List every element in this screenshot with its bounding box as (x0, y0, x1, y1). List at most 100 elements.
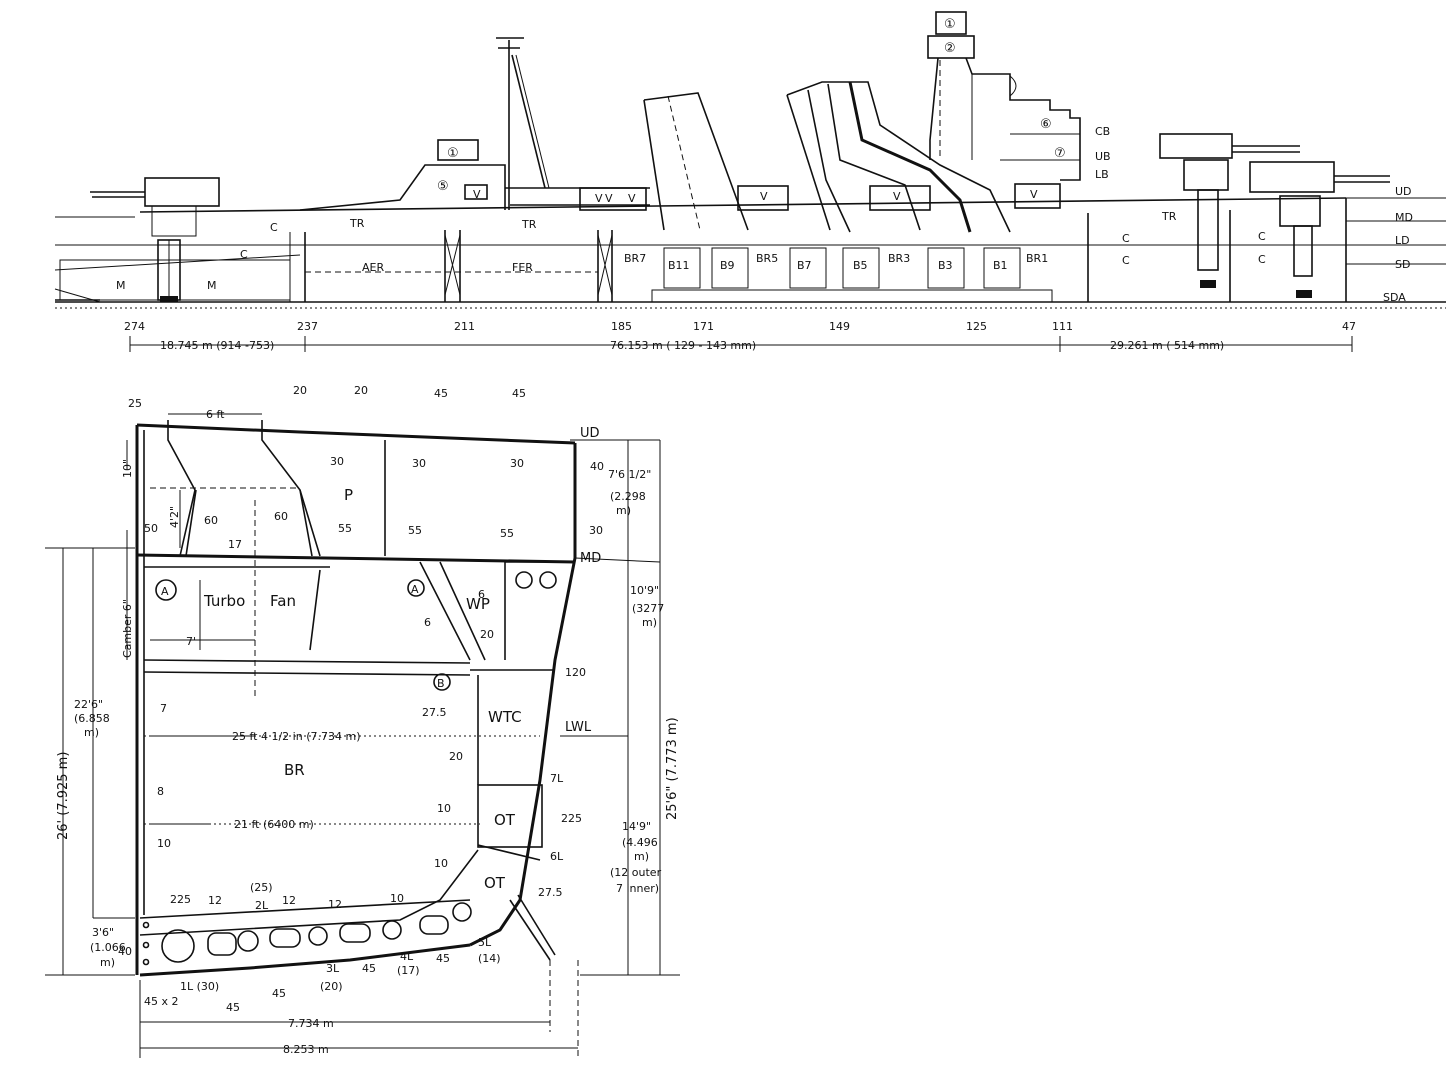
vertical-dimension: 3'6" (92, 926, 114, 939)
compartment-label: C (1122, 232, 1130, 245)
deck-label: MD (1395, 211, 1413, 224)
strake-label: (14) (478, 952, 501, 965)
vertical-dimension: (4.496 (622, 836, 658, 849)
strake-label: 45 (362, 962, 376, 975)
superstructure-label: UB (1095, 150, 1111, 163)
vertical-dimension: m) (84, 726, 99, 739)
frame-number: 274 (124, 320, 145, 333)
plate-thickness: 27.5 (422, 706, 447, 719)
vertical-dimension: 4'2" (168, 506, 181, 528)
plate-thickness: 225 (170, 893, 191, 906)
ship-profile: UDMDLDSDSDACBUBLB①②⑥⑦①⑤MMCCTRAERFERTRBR7… (54, 11, 1446, 352)
plate-thickness: 50 (144, 522, 158, 535)
plate-thickness: 60 (274, 510, 288, 523)
vertical-dimension: 10" (121, 459, 134, 478)
plate-thickness: 60 (204, 514, 218, 527)
circle-marker: A (161, 585, 169, 598)
plate-thickness: 8 (157, 785, 164, 798)
frame-number: 237 (297, 320, 318, 333)
plate-thickness: 55 (338, 522, 352, 535)
plate-thickness: 25 (128, 397, 142, 410)
plate-thickness: 12 (282, 894, 296, 907)
aft-superstructure (299, 139, 1061, 211)
compartment-label: C (270, 221, 278, 234)
strake-label: (25) (250, 881, 273, 894)
space-label: Fan (270, 592, 296, 610)
dimension-label: 18.745 m (914 -753) (160, 339, 274, 352)
plate-thickness: 20 (449, 750, 463, 763)
plate-thickness: 12 (208, 894, 222, 907)
space-label: WTC (488, 708, 522, 726)
callout-marker: ① (944, 17, 956, 32)
compartment-label: TR (521, 218, 537, 231)
plate-thickness: 45 (512, 387, 526, 400)
vertical-dimension: 26' (7.925 m) (56, 752, 71, 840)
strake-label: 2L (255, 899, 269, 912)
callout-marker: ⑥ (1040, 117, 1052, 132)
forward-turrets (1159, 133, 1390, 298)
compartment-label: TR (349, 217, 365, 230)
bridge-tower (927, 11, 1081, 181)
vent-label: V (595, 192, 603, 205)
compartment-label: C (1258, 253, 1266, 266)
strake-label: 7L (550, 772, 564, 785)
plate-thickness: 55 (500, 527, 514, 540)
strake-label: 3L (326, 962, 340, 975)
aft-turret (90, 177, 220, 302)
vertical-dimension: 7'6 1/2" (608, 468, 651, 481)
compartment-label: AER (362, 261, 384, 274)
dimension-label: 29.261 m ( 514 mm) (1110, 339, 1224, 352)
strake-label: 1L (30) (180, 980, 219, 993)
vertical-dimension: (6.858 (74, 712, 110, 725)
funnels (643, 81, 1011, 233)
section-inner-structure (139, 669, 556, 961)
horizontal-dimension: 7.734 m (288, 1017, 334, 1030)
space-label: Turbo (203, 592, 245, 610)
callout-marker: ⑤ (437, 179, 449, 194)
vertical-dimension: 14'9" (622, 820, 651, 833)
strake-label: 5L (478, 936, 492, 949)
strake-label: 45 x 2 (144, 995, 179, 1008)
section-circle-markers (155, 579, 451, 691)
plate-thickness: 6 (478, 588, 485, 601)
vertical-dimension: 7 inner) (616, 882, 659, 895)
vertical-dimension: m) (634, 850, 649, 863)
strake-label: 45 (272, 987, 286, 1000)
superstructure-label: LB (1095, 168, 1109, 181)
circle-marker: B (437, 677, 445, 690)
plate-thickness: 20 (293, 384, 307, 397)
compartment-label: B1 (993, 259, 1008, 272)
vertical-dimension: (2.298 (610, 490, 646, 503)
deck-label: LD (1395, 234, 1410, 247)
compartment-label: TR (1161, 210, 1177, 223)
horizontal-dimension: 25 ft 4 1/2 in (7.734 m) (232, 730, 361, 743)
vertical-dimension: (1.066 (90, 941, 126, 954)
vertical-dimension: m) (642, 616, 657, 629)
plate-thickness: 30 (589, 524, 603, 537)
deck-label: SD (1395, 258, 1410, 271)
compartment-label: M (207, 279, 217, 292)
strake-label: 45 (226, 1001, 240, 1014)
compartment-label: B11 (668, 259, 690, 272)
plate-thickness: 225 (561, 812, 582, 825)
vertical-dimension: (12 outer (610, 866, 662, 879)
plate-thickness: 40 (118, 945, 132, 958)
compartment-label: B5 (853, 259, 868, 272)
space-label: OT (484, 874, 506, 892)
section-shell (135, 423, 577, 977)
frame-number: 125 (966, 320, 987, 333)
superstructure-label: CB (1095, 125, 1110, 138)
profile-deck-lines (54, 197, 1446, 309)
callout-marker: ② (944, 41, 956, 56)
compartment-label: B3 (938, 259, 953, 272)
vertical-dimension: (3277 (632, 602, 664, 615)
space-label: WP (466, 595, 490, 613)
strake-label: 45 (436, 952, 450, 965)
plate-thickness: 20 (480, 628, 494, 641)
deck-label: UD (580, 426, 600, 441)
vent-label: V (893, 190, 901, 203)
frame-number: 149 (829, 320, 850, 333)
vertical-dimension: 22'6" (74, 698, 103, 711)
